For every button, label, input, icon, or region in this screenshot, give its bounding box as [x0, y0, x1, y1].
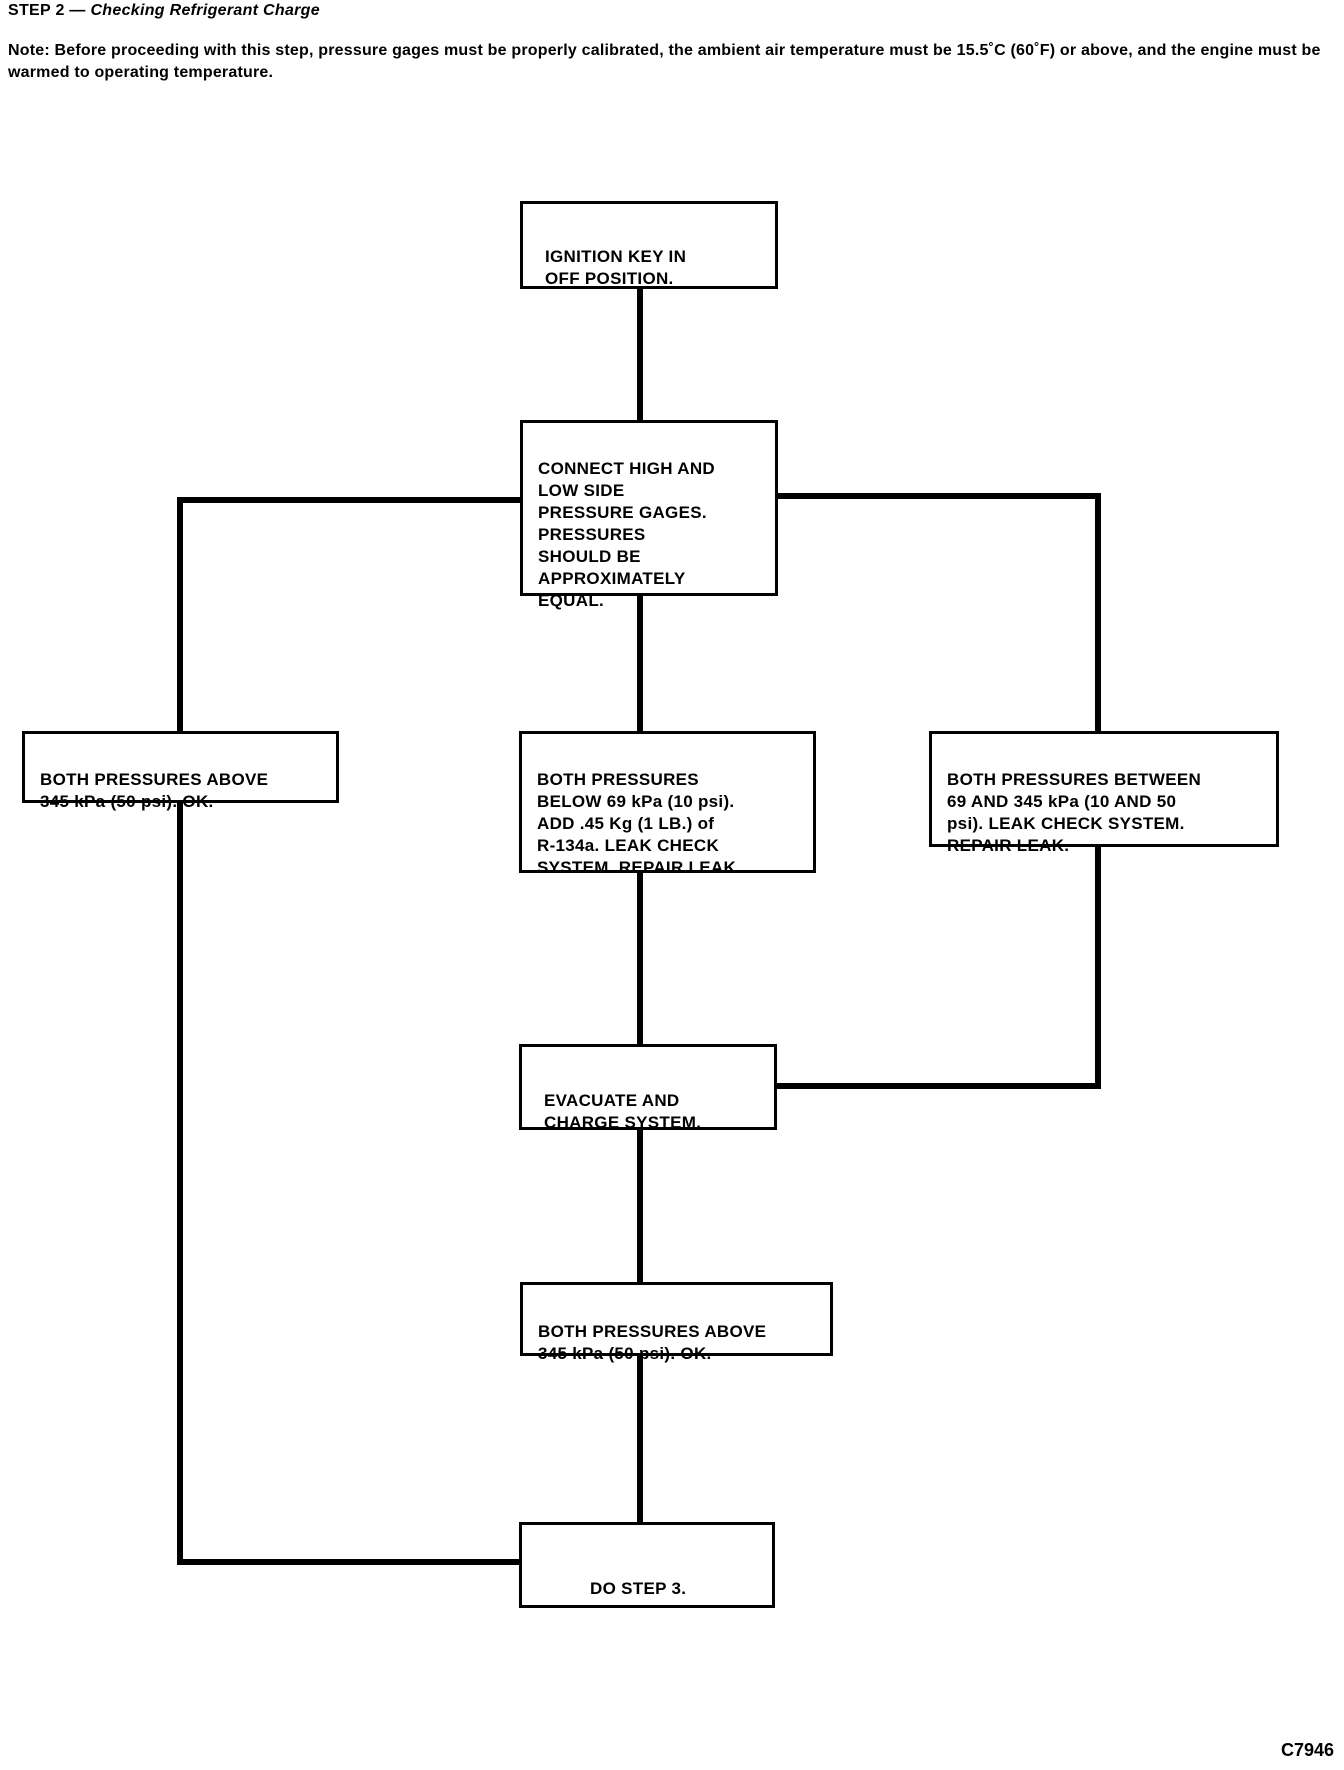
- box-evacuate-charge-text: EVACUATE AND CHARGE SYSTEM.: [544, 1091, 702, 1132]
- title-separator: —: [64, 2, 91, 19]
- connector-connect-to-right: [775, 493, 1101, 731]
- box-both-above-left: BOTH PRESSURES ABOVE 345 kPa (50 psi). O…: [22, 731, 339, 811]
- box-connect-gages-text: CONNECT HIGH AND LOW SIDE PRESSURE GAGES…: [538, 459, 715, 610]
- box-both-between-text: BOTH PRESSURES BETWEEN 69 AND 345 kPa (1…: [947, 770, 1202, 855]
- connector-between-to-evacuate: [772, 839, 1101, 1089]
- step-subtitle: Checking Refrigerant Charge: [90, 2, 320, 19]
- box-ignition-key-text: IGNITION KEY IN OFF POSITION.: [545, 247, 687, 288]
- note-text: Note: Before proceeding with this step, …: [8, 42, 1321, 81]
- box-both-between: BOTH PRESSURES BETWEEN 69 AND 345 kPa (1…: [929, 731, 1279, 855]
- box-both-above-bottom-text: BOTH PRESSURES ABOVE 345 kPa (50 psi). O…: [538, 1322, 767, 1363]
- box-both-above-bottom: BOTH PRESSURES ABOVE 345 kPa (50 psi). O…: [520, 1282, 833, 1363]
- box-connect-gages: CONNECT HIGH AND LOW SIDE PRESSURE GAGES…: [520, 420, 778, 610]
- box-both-below: BOTH PRESSURES BELOW 69 kPa (10 psi). AD…: [519, 731, 816, 877]
- page-title: STEP 2 — Checking Refrigerant Charge: [8, 2, 320, 20]
- box-ignition-key: IGNITION KEY IN OFF POSITION.: [520, 201, 778, 289]
- box-both-below-text: BOTH PRESSURES BELOW 69 kPa (10 psi). AD…: [537, 770, 742, 877]
- box-do-step-3-text: DO STEP 3.: [590, 1579, 687, 1598]
- figure-code: C7946: [1280, 1740, 1334, 1760]
- connector-left-to-step3: [177, 797, 523, 1565]
- box-both-above-left-text: BOTH PRESSURES ABOVE 345 kPa (50 psi). O…: [40, 770, 269, 811]
- step-label: STEP 2: [8, 2, 65, 19]
- box-evacuate-charge: EVACUATE AND CHARGE SYSTEM.: [519, 1044, 777, 1132]
- box-do-step-3: DO STEP 3.: [519, 1522, 775, 1608]
- connector-connect-to-left: [177, 497, 523, 731]
